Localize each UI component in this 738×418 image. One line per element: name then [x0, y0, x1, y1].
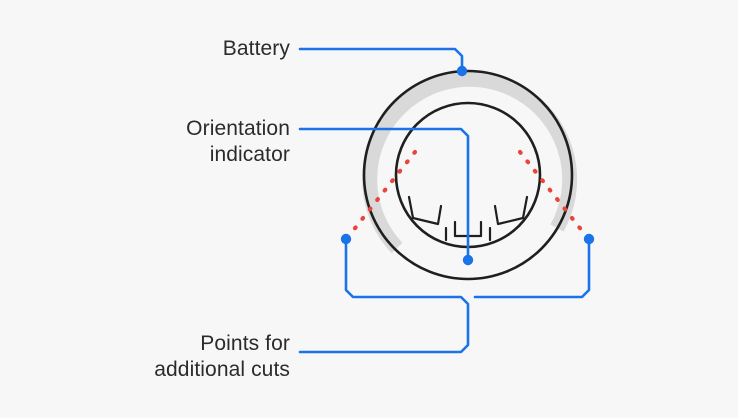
leader-orientation	[298, 127, 470, 262]
leader-battery	[298, 47, 464, 73]
callout-dot-point-right	[583, 233, 595, 245]
cut-guide-lines	[349, 149, 586, 235]
battery-band	[362, 71, 578, 254]
callout-dot-point-left	[340, 233, 352, 245]
left-cut-line	[349, 149, 418, 235]
label-points-for-additional-cuts: Points for additional cuts	[154, 332, 290, 381]
label-battery: Battery	[222, 37, 290, 60]
ring-outer-circle	[362, 69, 574, 281]
callout-dot-battery	[456, 65, 468, 77]
right-cut-line	[517, 149, 586, 235]
label-orientation-indicator: Orientation indicator	[186, 117, 290, 166]
callout-dot-orientation	[462, 254, 474, 266]
leader-points	[298, 237, 591, 354]
